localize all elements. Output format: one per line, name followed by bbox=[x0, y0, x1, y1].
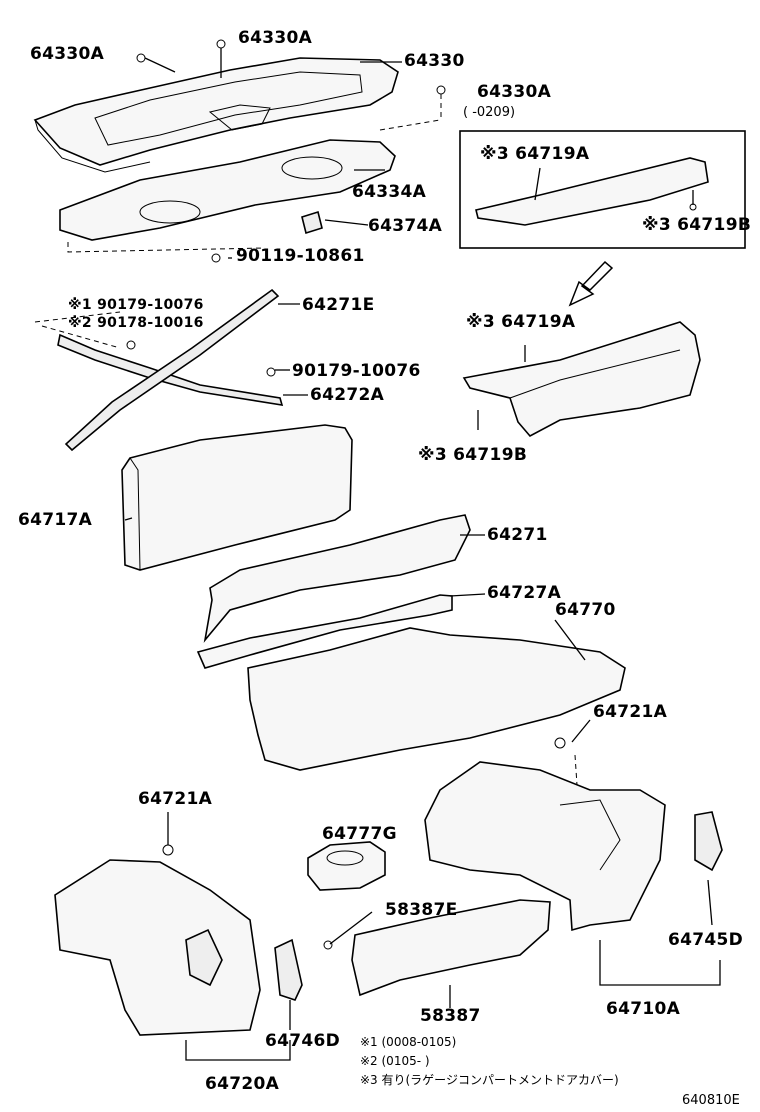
bracket-lines bbox=[185, 940, 721, 1061]
label-90178-10016: ※2 90178-10016 bbox=[68, 315, 204, 331]
label-64330A-left: 64330A bbox=[30, 44, 105, 64]
label-64272A: 64272A bbox=[310, 385, 385, 405]
figure-code: 640810E bbox=[682, 1093, 740, 1108]
label-58387: 58387 bbox=[420, 1006, 481, 1026]
label-64710A: 64710A bbox=[606, 999, 681, 1019]
frame-64271 bbox=[203, 514, 471, 643]
label-64719B: ※3 64719B bbox=[418, 445, 528, 465]
inset-box bbox=[459, 130, 746, 249]
label-64719A: ※3 64719A bbox=[466, 312, 576, 332]
note-2: ※2 (0105- ) bbox=[360, 1054, 430, 1068]
side-trim-64710A bbox=[424, 761, 723, 932]
trim-board-64334A bbox=[59, 119, 441, 253]
label-64719A-inset: ※3 64719A bbox=[480, 144, 590, 164]
side-trim-64720A bbox=[54, 859, 303, 1036]
label-64374A: 64374A bbox=[368, 216, 443, 236]
label-90179-10076-note1: ※1 90179-10076 bbox=[68, 297, 204, 313]
label-90179-10076: 90179-10076 bbox=[292, 361, 421, 381]
jack-case-64777G bbox=[307, 841, 386, 891]
clip-64721A-left bbox=[162, 812, 174, 856]
sill-plate-58387 bbox=[323, 899, 551, 997]
label-64330A-right: 64330A bbox=[477, 82, 552, 102]
rail-64727A bbox=[196, 594, 453, 669]
label-64770: 64770 bbox=[555, 600, 616, 620]
label-64330A-range: ( -0209) bbox=[463, 105, 516, 120]
partition-panel-64717A bbox=[121, 424, 353, 571]
label-64330A-top: 64330A bbox=[238, 28, 313, 48]
label-64271: 64271 bbox=[487, 525, 548, 545]
label-64727A: 64727A bbox=[487, 583, 562, 603]
label-64271E: 64271E bbox=[302, 295, 375, 315]
label-64721A-left: 64721A bbox=[138, 789, 213, 809]
label-64721A-right: 64721A bbox=[593, 702, 668, 722]
label-64777G: 64777G bbox=[322, 824, 397, 844]
note-1: ※1 (0008-0105) bbox=[360, 1035, 457, 1049]
label-64746D: 64746D bbox=[265, 1031, 341, 1051]
direction-arrow bbox=[568, 260, 614, 307]
package-tray-64330 bbox=[33, 57, 399, 173]
label-64720A: 64720A bbox=[205, 1074, 280, 1094]
door-cover-64719A bbox=[462, 321, 701, 438]
label-64717A: 64717A bbox=[18, 510, 93, 530]
brace-64271E bbox=[34, 253, 284, 452]
label-90119-10861: 90119-10861 bbox=[236, 246, 365, 266]
label-64330: 64330 bbox=[404, 51, 465, 71]
label-64334A: 64334A bbox=[352, 182, 427, 202]
label-64745D: 64745D bbox=[668, 930, 744, 950]
label-58387E: 58387E bbox=[385, 900, 458, 920]
clip-parts bbox=[136, 39, 446, 235]
leader-lines bbox=[124, 61, 713, 1030]
label-64719B-inset: ※3 64719B bbox=[642, 215, 752, 235]
note-3: ※3 有り(ラゲージコンパートメントドアカバー) bbox=[360, 1073, 619, 1087]
floor-mat-64770 bbox=[247, 627, 626, 771]
